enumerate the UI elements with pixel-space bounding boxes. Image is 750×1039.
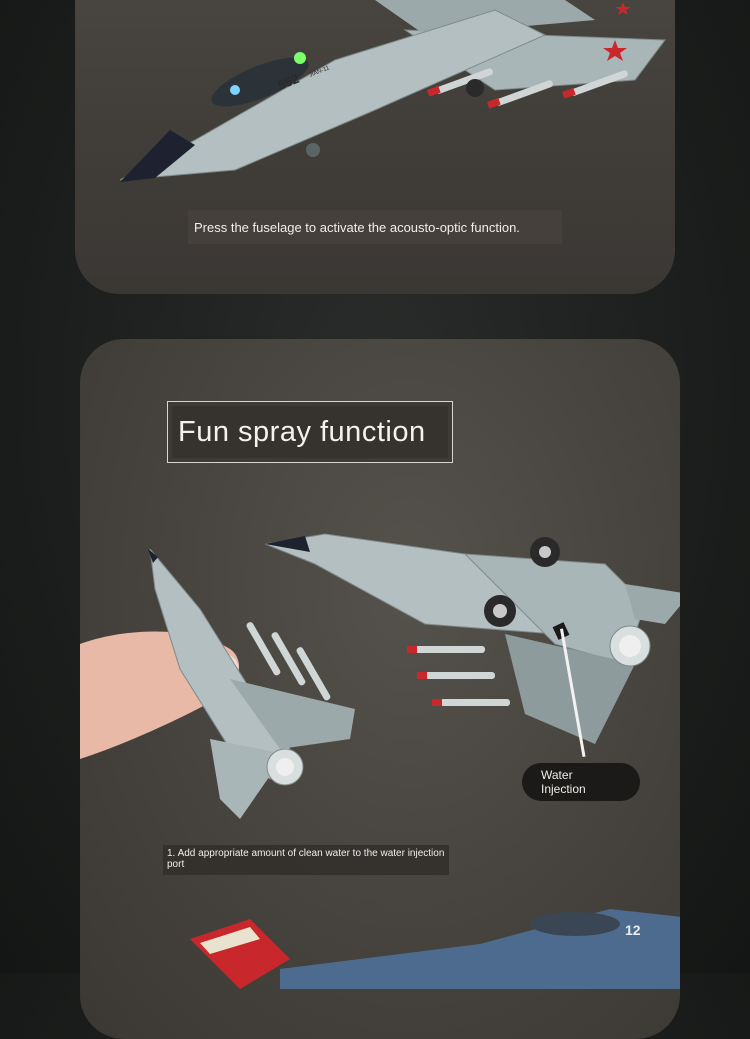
nose-cone [148,549,158,563]
callout-line-2: Injection [541,782,586,796]
feature-title-frame: Fun spray function [167,401,453,463]
jet-image-hand [80,549,355,819]
light-icon [294,52,306,64]
missiles [407,646,510,706]
light-icon [230,85,240,95]
bottom-feature-panel: Fun spray function Water Injection [80,339,680,1039]
wheel-icon [306,143,320,157]
water-injection-callout: Water Injection [522,763,640,801]
feature-title: Fun spray function [172,406,448,458]
tail-number: 12 [625,922,641,938]
jet-image-top: 552 JIAN-11 [119,0,666,182]
caption-acousto-optic: Press the fuselage to activate the acous… [188,210,562,244]
step-1-caption: 1. Add appropriate amount of clean water… [163,845,449,875]
cockpit [530,912,620,936]
jet-image-bottom: 12 [190,909,680,989]
missiles [427,68,628,109]
wheel-icon [466,79,484,97]
tail-fin [190,919,290,989]
exhaust-core [619,635,641,657]
nose-cone [120,130,195,182]
fuselage [119,9,547,181]
fuselage [149,549,291,780]
top-feature-panel: 552 JIAN-11 Press the fuselage to activa… [75,0,675,294]
star-icon [603,40,627,61]
wing-left [210,739,285,819]
tail-fin [625,584,680,624]
nose-cone [265,536,310,552]
wing-right [230,679,355,749]
callout-line-1: Water [541,768,573,782]
missiles [246,622,331,701]
star-icon [615,2,631,15]
fuselage [280,909,680,989]
